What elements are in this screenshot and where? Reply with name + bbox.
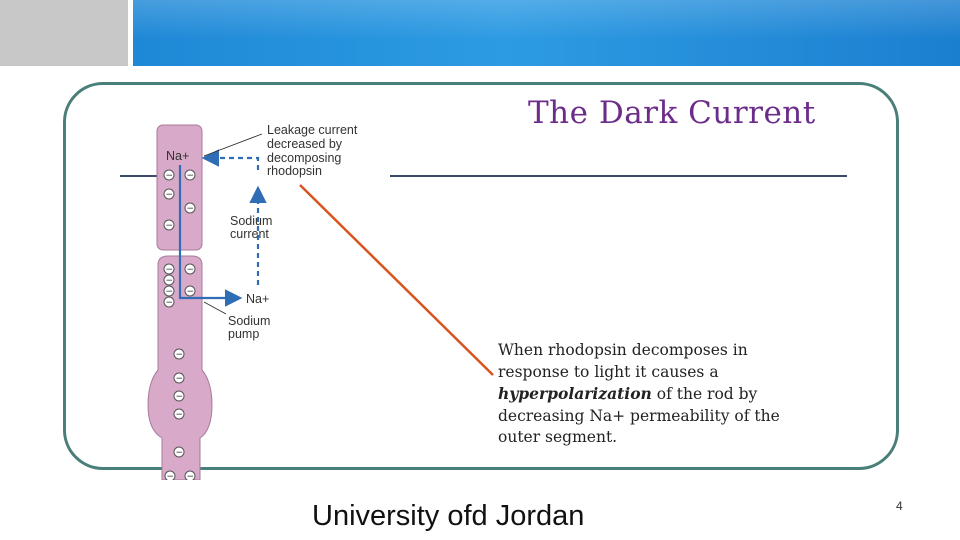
svg-text:Leakage current: Leakage current bbox=[267, 123, 358, 137]
svg-text:decomposing: decomposing bbox=[267, 151, 341, 165]
svg-text:−: − bbox=[166, 221, 174, 231]
sodium-current-label: Sodium current bbox=[230, 214, 272, 241]
svg-text:−: − bbox=[187, 287, 195, 297]
explanation-text: When rhodopsin decomposes in response to… bbox=[498, 341, 780, 446]
rod-inner-segment bbox=[147, 255, 213, 480]
banner-blue-bar bbox=[133, 0, 960, 66]
svg-text:−: − bbox=[176, 410, 184, 420]
svg-text:−: − bbox=[176, 350, 184, 360]
rod-cell-diagram: − − − − − − − − − − − − − − − − − − Na+ … bbox=[147, 123, 358, 480]
svg-text:pump: pump bbox=[228, 327, 259, 341]
svg-text:−: − bbox=[187, 472, 195, 480]
svg-text:current: current bbox=[230, 227, 269, 241]
leakage-current-label: Leakage current decreased by decomposing… bbox=[267, 123, 358, 178]
footer-text: University ofd Jordan bbox=[312, 500, 585, 532]
svg-text:−: − bbox=[166, 298, 174, 308]
divider-left bbox=[120, 175, 158, 177]
svg-text:−: − bbox=[176, 392, 184, 402]
na-ion-right: Na+ bbox=[246, 292, 269, 306]
svg-text:−: − bbox=[176, 374, 184, 384]
page-number: 4 bbox=[896, 499, 903, 513]
current-flow-dashed-top bbox=[201, 149, 260, 170]
svg-text:−: − bbox=[187, 171, 195, 181]
svg-text:−: − bbox=[187, 204, 195, 214]
charge-markers: − − − − − − − − − − − − − − − − − − bbox=[163, 169, 196, 480]
slide-title: The Dark Current bbox=[528, 95, 816, 131]
svg-text:decreased by: decreased by bbox=[267, 137, 343, 151]
svg-text:−: − bbox=[167, 472, 175, 480]
divider-right bbox=[390, 175, 847, 177]
svg-text:−: − bbox=[166, 276, 174, 286]
current-flow-solid bbox=[178, 165, 243, 307]
svg-text:−: − bbox=[176, 448, 184, 458]
banner-gray-block bbox=[0, 0, 128, 66]
svg-text:−: − bbox=[166, 265, 174, 275]
svg-text:Sodium: Sodium bbox=[230, 214, 272, 228]
svg-text:Sodium: Sodium bbox=[228, 314, 270, 328]
svg-text:−: − bbox=[166, 171, 174, 181]
na-ion-top: Na+ bbox=[166, 149, 189, 163]
svg-text:−: − bbox=[187, 265, 195, 275]
sodium-pump-label: Sodium pump bbox=[228, 314, 270, 341]
svg-text:rhodopsin: rhodopsin bbox=[267, 164, 322, 178]
emphasis-term: hyperpolarization bbox=[498, 384, 652, 403]
svg-text:−: − bbox=[166, 190, 174, 200]
svg-text:−: − bbox=[166, 287, 174, 297]
